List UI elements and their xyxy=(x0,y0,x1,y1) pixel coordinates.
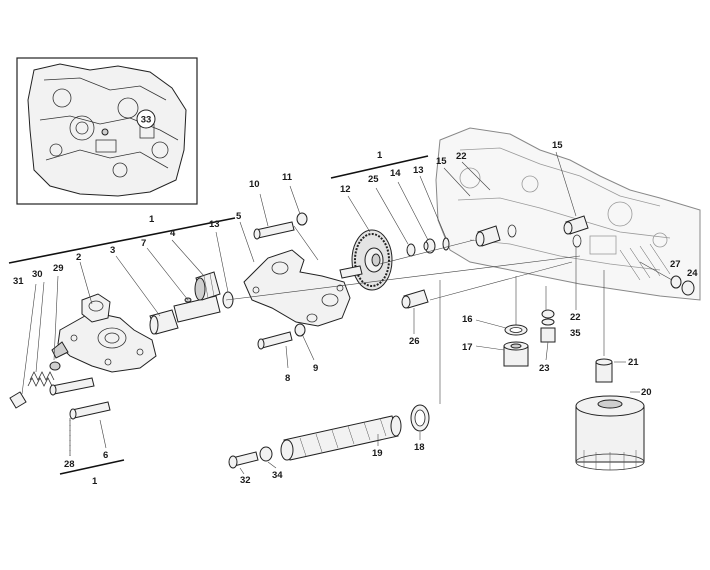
shims-rings xyxy=(406,237,450,257)
seal-18 xyxy=(410,404,430,432)
label-28: 28 xyxy=(64,459,75,470)
pump-cover xyxy=(243,249,351,327)
label-13-right: 13 xyxy=(413,165,424,176)
group-bars: 1 1 1 xyxy=(8,150,429,487)
label-30: 30 xyxy=(32,269,43,280)
label-24: 24 xyxy=(687,268,698,279)
label-6: 6 xyxy=(103,450,108,461)
label-5: 5 xyxy=(236,211,242,222)
label-33: 33 xyxy=(141,115,152,126)
label-12: 12 xyxy=(340,184,351,195)
label-16: 16 xyxy=(462,314,473,325)
bolt-10-washer-11 xyxy=(253,212,319,261)
label-3: 3 xyxy=(110,245,115,256)
label-9: 9 xyxy=(313,363,318,374)
label-23: 23 xyxy=(539,363,550,374)
label-1-top: 1 xyxy=(377,150,383,161)
label-27: 27 xyxy=(670,259,681,270)
label-10: 10 xyxy=(249,179,260,190)
seal-16-plug-17 xyxy=(503,324,529,367)
label-25: 25 xyxy=(368,174,379,185)
oil-filter xyxy=(575,358,645,471)
leader-lines xyxy=(21,151,640,475)
label-15-right: 15 xyxy=(552,140,563,151)
label-15-left: 15 xyxy=(436,156,447,167)
label-29: 29 xyxy=(53,263,64,274)
label-2: 2 xyxy=(76,252,81,263)
label-35: 35 xyxy=(570,328,581,339)
label-21: 21 xyxy=(628,357,639,368)
alignment-lines xyxy=(225,239,605,404)
label-19: 19 xyxy=(372,448,383,459)
bushing-26 xyxy=(401,289,429,309)
driven-gear xyxy=(339,229,393,291)
bolt-8-washer-9 xyxy=(257,323,306,350)
label-8: 8 xyxy=(285,373,290,384)
callout-labels: 2 3 4 5 6 7 8 9 10 11 12 13 13 14 15 15 … xyxy=(13,140,698,486)
engine-block xyxy=(435,127,701,301)
label-1-left: 1 xyxy=(149,214,155,225)
label-17: 17 xyxy=(462,342,473,353)
relief-valve-assembly xyxy=(9,361,61,409)
inset-engine-overview: 33 xyxy=(16,57,198,205)
label-32: 32 xyxy=(240,475,251,486)
pump-bolts xyxy=(49,377,111,456)
oil-strainer xyxy=(228,415,402,469)
plug-27-24 xyxy=(639,261,695,296)
pump-gears xyxy=(149,271,234,335)
label-1-bottom: 1 xyxy=(92,476,98,487)
label-34: 34 xyxy=(272,470,283,481)
washer-35-plug-23 xyxy=(540,309,556,343)
label-18: 18 xyxy=(414,442,425,453)
label-13-left: 13 xyxy=(209,219,220,230)
label-11: 11 xyxy=(282,172,293,183)
label-14: 14 xyxy=(390,168,401,179)
label-22-right: 22 xyxy=(570,312,581,323)
label-22-top: 22 xyxy=(456,151,467,162)
label-31: 31 xyxy=(13,276,24,287)
label-26: 26 xyxy=(409,336,420,347)
label-7: 7 xyxy=(141,238,146,249)
label-20: 20 xyxy=(641,387,652,398)
oil-pump-body xyxy=(51,293,157,373)
label-4: 4 xyxy=(170,228,176,239)
